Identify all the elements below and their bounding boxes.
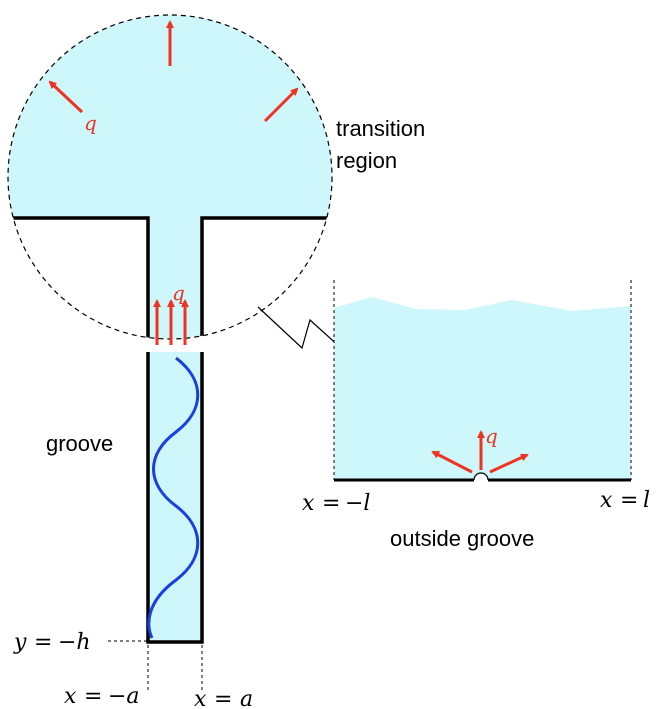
transition-label-line2: region	[336, 148, 397, 173]
svg-text:l: l	[643, 488, 650, 513]
svg-text:x: x	[600, 488, 613, 513]
transition-region: q q	[7, 14, 333, 345]
outside-groove-label: outside groove	[390, 526, 534, 551]
outside-groove: q	[333, 280, 632, 482]
svg-text:=: =	[34, 630, 52, 655]
groove-fluid	[148, 352, 202, 642]
svg-text:−l: −l	[345, 491, 370, 516]
groove-wave	[147, 356, 200, 639]
svg-text:x: x	[194, 687, 207, 709]
outside-arrow-left	[431, 450, 473, 474]
x-a-label: x = a	[194, 687, 253, 709]
q-label-outside: q	[485, 424, 498, 448]
svg-text:=: =	[620, 488, 638, 513]
svg-text:x: x	[64, 684, 77, 709]
svg-text:=: =	[322, 491, 340, 516]
transition-walls	[8, 216, 332, 339]
x-minus-l-label: x = −l	[302, 491, 370, 516]
svg-text:−a: −a	[108, 684, 140, 709]
outside-arrow-right	[489, 453, 529, 474]
svg-text:y: y	[13, 630, 27, 655]
groove-walls	[146, 352, 204, 644]
groove-label: groove	[46, 431, 113, 456]
svg-text:x: x	[302, 491, 315, 516]
svg-text:a: a	[240, 687, 253, 709]
x-l-label: x = l	[600, 488, 650, 513]
svg-text:=: =	[214, 687, 232, 709]
transition-label-line1: transition	[336, 116, 425, 141]
outside-fluid	[334, 297, 631, 480]
x-minus-a-label: x = −a	[64, 684, 140, 709]
flux-arrow-right	[263, 87, 299, 123]
outside-source-notch	[473, 472, 489, 481]
svg-text:=: =	[84, 684, 102, 709]
y-minus-h-label: y = −h	[13, 630, 91, 655]
q-label-mouth: q	[172, 281, 185, 305]
groove	[146, 352, 204, 644]
svg-text:−h: −h	[58, 630, 91, 655]
q-label-transition: q	[84, 111, 97, 135]
flux-arrow-left	[48, 80, 84, 114]
